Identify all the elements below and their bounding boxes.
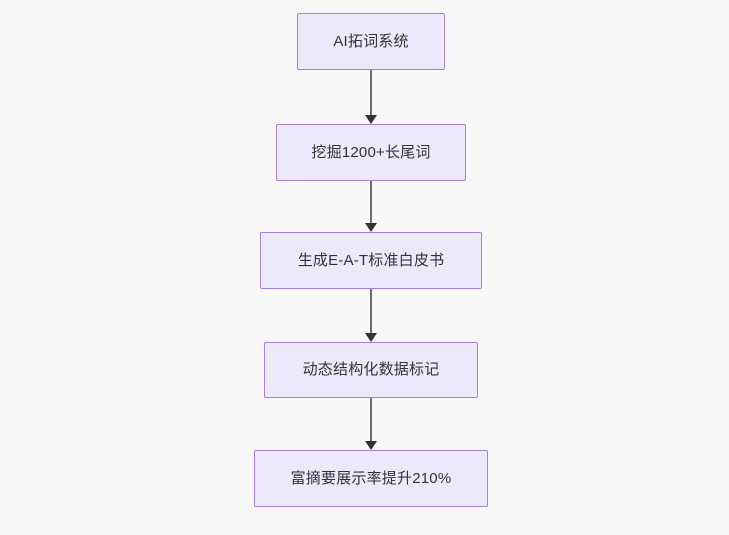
flow-node-ai-keyword-system[interactable]: AI拓词系统	[297, 13, 445, 70]
flow-node-rich-snippet-impression-uplift[interactable]: 富摘要展示率提升210%	[254, 450, 488, 507]
edge-node2-to-node3	[363, 181, 379, 232]
arrowhead-down-icon	[365, 441, 377, 450]
arrowhead-down-icon	[365, 333, 377, 342]
edge-node1-to-node2	[363, 70, 379, 124]
edge-line	[370, 70, 372, 117]
flow-node-dynamic-structured-data-markup[interactable]: 动态结构化数据标记	[264, 342, 478, 398]
edge-node3-to-node4	[363, 289, 379, 342]
flow-node-generate-eat-whitepaper[interactable]: 生成E-A-T标准白皮书	[260, 232, 482, 289]
edge-line	[370, 181, 372, 225]
edge-line	[370, 398, 372, 443]
flow-node-mine-longtail-keywords[interactable]: 挖掘1200+长尾词	[276, 124, 466, 181]
edge-line	[370, 289, 372, 335]
arrowhead-down-icon	[365, 223, 377, 232]
arrowhead-down-icon	[365, 115, 377, 124]
flow-node-label: 动态结构化数据标记	[302, 361, 440, 378]
flow-node-label: 富摘要展示率提升210%	[290, 469, 452, 487]
flow-node-label: 挖掘1200+长尾词	[311, 143, 431, 161]
edge-node4-to-node5	[363, 398, 379, 450]
flow-node-label: AI拓词系统	[333, 32, 409, 50]
flow-node-label: 生成E-A-T标准白皮书	[297, 251, 445, 269]
